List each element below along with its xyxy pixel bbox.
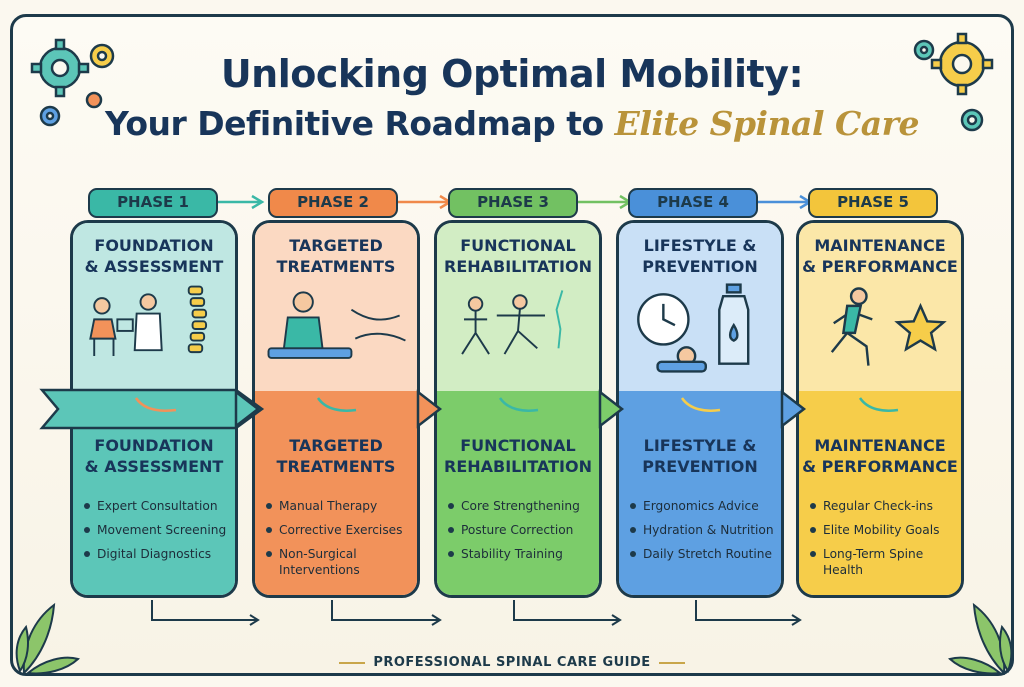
list-item: Core Strengthening — [447, 498, 597, 514]
phase-2-card-upper — [255, 223, 417, 391]
phase-4-bullet-list: Ergonomics Advice Hydration & Nutrition … — [629, 498, 779, 570]
phase-5-card: MAINTENANCE & PERFORMANCE MAINTENANCE & … — [796, 220, 964, 598]
list-item: Elite Mobility Goals — [809, 522, 959, 538]
runner-icon — [830, 287, 873, 366]
phase-4-card-title: LIFESTYLE & PREVENTION — [642, 236, 758, 276]
phase-5-card-title: MAINTENANCE & PERFORMANCE — [802, 236, 958, 276]
phase-3-card-title: FUNCTIONAL REHABILITATION — [444, 236, 592, 276]
massage-therapy-icon — [267, 291, 406, 359]
footer-label: PROFESSIONAL SPINAL CARE GUIDE — [0, 655, 1024, 670]
ribbon-arrows — [39, 388, 899, 430]
leaf-icon — [15, 602, 80, 675]
list-item: Corrective Exercises — [265, 522, 415, 538]
phase-5-card-heading: MAINTENANCE & PERFORMANCE — [802, 436, 958, 476]
doctor-consultation-icon — [89, 293, 163, 356]
phase-2-bullet-list: Manual Therapy Corrective Exercises Non-… — [265, 498, 415, 586]
phase-3-tab: PHASE 3 — [448, 188, 578, 218]
phase-5-card-lower — [799, 391, 961, 595]
list-item: Daily Stretch Routine — [629, 546, 779, 562]
list-item: Hydration & Nutrition — [629, 522, 779, 538]
phase-5-tab: PHASE 5 — [808, 188, 938, 218]
list-item: Expert Consultation — [83, 498, 233, 514]
phase-2-card-title: TARGETED TREATMENTS — [276, 236, 396, 276]
phase-2-tab: PHASE 2 — [268, 188, 398, 218]
list-item: Regular Check-ins — [809, 498, 959, 514]
leaf-icon — [948, 602, 1013, 675]
subtitle-prefix: Your Definitive Roadmap to — [104, 104, 615, 143]
list-item: Posture Correction — [447, 522, 597, 538]
phase-3-card-heading: FUNCTIONAL REHABILITATION — [444, 436, 592, 476]
phase-4-card-lower — [619, 391, 781, 595]
list-item: Manual Therapy — [265, 498, 415, 514]
subtitle-accent: Elite Spinal Care — [614, 104, 920, 143]
phase-1-card-title: FOUNDATION & ASSESSMENT — [84, 236, 224, 276]
phase-3-card: FUNCTIONAL REHABILITATION FUNCTIONAL REH… — [434, 220, 602, 598]
phase-2-card-lower — [255, 391, 417, 595]
phase-2-card-heading: TARGETED TREATMENTS — [276, 436, 396, 476]
list-item: Long-Term Spine Health — [809, 546, 959, 578]
star-icon — [894, 302, 947, 352]
water-bottle-icon — [718, 283, 750, 365]
phase-3-card-lower — [437, 391, 599, 595]
phase-4-card-heading: LIFESTYLE & PREVENTION — [642, 436, 758, 476]
list-item: Digital Diagnostics — [83, 546, 233, 562]
phase-3-bullet-list: Core Strengthening Posture Correction St… — [447, 498, 597, 570]
phase-2-card: TARGETED TREATMENTS TARGETED TREATMENTS … — [252, 220, 420, 598]
spine-icon — [187, 285, 208, 354]
phase-5-bullet-list: Regular Check-ins Elite Mobility Goals L… — [809, 498, 959, 586]
phase-1-bullet-list: Expert Consultation Movement Screening D… — [83, 498, 233, 570]
phase-5-tab-label: PHASE 5 — [837, 193, 909, 211]
list-item: Movement Screening — [83, 522, 233, 538]
list-item: Stability Training — [447, 546, 597, 562]
page-subtitle: Your Definitive Roadmap to Elite Spinal … — [0, 104, 1024, 143]
phase-1-card-heading: FOUNDATION & ASSESSMENT — [84, 436, 224, 476]
phase-4-tab: PHASE 4 — [628, 188, 758, 218]
clock-icon — [637, 293, 707, 373]
gear-icon — [913, 32, 994, 132]
phase-3-tab-label: PHASE 3 — [477, 193, 549, 211]
bottom-flow-arrows — [151, 600, 802, 626]
phase-1-tab: PHASE 1 — [88, 188, 218, 218]
phase-1-tab-label: PHASE 1 — [117, 193, 189, 211]
footer-text: PROFESSIONAL SPINAL CARE GUIDE — [373, 655, 651, 670]
list-item: Ergonomics Advice — [629, 498, 779, 514]
phase-4-card: LIFESTYLE & PREVENTION LIFESTYLE & PREVE… — [616, 220, 784, 598]
phase-5-card-upper — [799, 223, 961, 391]
phase-4-tab-label: PHASE 4 — [657, 193, 729, 211]
phase-2-tab-label: PHASE 2 — [297, 193, 369, 211]
page-title: Unlocking Optimal Mobility: — [220, 52, 804, 96]
exercise-icon — [461, 290, 564, 355]
gear-icon — [30, 38, 115, 127]
list-item: Non-Surgical Interventions — [265, 546, 415, 578]
